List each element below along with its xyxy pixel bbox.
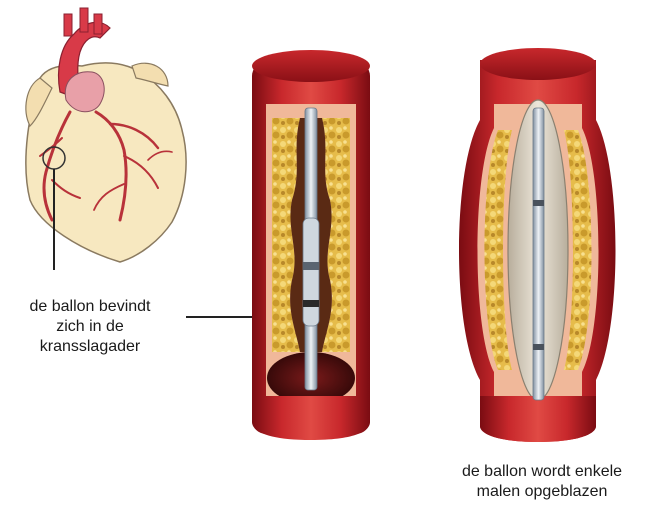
balloon-marker-band <box>533 200 544 206</box>
annotation-line: zich in de <box>0 317 180 337</box>
pulmonary-trunk <box>65 72 104 112</box>
annotation-line: malen opgeblazen <box>414 482 670 502</box>
annotation-balloon-in-artery: de ballon bevindt zich in de kransslagad… <box>0 297 180 357</box>
artery-bottom-wall <box>480 396 596 442</box>
catheter <box>533 108 544 400</box>
aortic-branch-3 <box>94 14 102 34</box>
deflated-balloon <box>303 218 319 326</box>
annotation-line: de ballon bevindt <box>0 297 180 317</box>
artery-balloon-inflated <box>459 48 616 442</box>
balloon-marker-band <box>303 262 319 270</box>
balloon-marker-band <box>533 344 544 350</box>
annotation-line: de ballon wordt enkele <box>414 462 670 482</box>
aortic-branch-2 <box>80 8 88 32</box>
balloon-marker-band <box>303 300 319 307</box>
artery-top-cap <box>480 48 596 80</box>
artery-top-cap <box>252 50 370 82</box>
heart-illustration <box>26 8 186 262</box>
artery-bottom-wall <box>252 396 370 440</box>
annotation-line: kransslagader <box>0 337 180 357</box>
aortic-branch-1 <box>64 14 72 36</box>
artery-balloon-deflated <box>252 50 370 440</box>
annotation-balloon-inflated: de ballon wordt enkele malen opgeblazen <box>414 462 670 502</box>
